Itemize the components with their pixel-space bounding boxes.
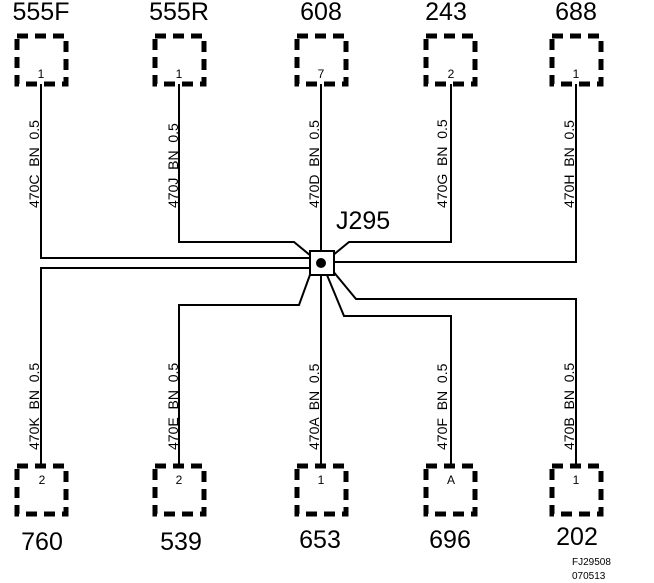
connector-555R: 555R 1 470J BN 0.5 xyxy=(149,0,209,208)
splice-box xyxy=(309,250,335,276)
wire-470G xyxy=(331,84,452,257)
wire-label: 470H BN 0.5 xyxy=(561,120,577,208)
connector-name: 202 xyxy=(556,523,598,551)
wire-470C xyxy=(40,84,311,259)
pin-number: 2 xyxy=(39,473,46,487)
connector-243: 243 2 470G BN 0.5 xyxy=(423,0,478,208)
splice-node xyxy=(316,258,326,268)
wire-470B xyxy=(331,269,577,466)
connector-name: 555R xyxy=(149,0,209,26)
pin-number: A xyxy=(447,473,455,487)
pin-number: 7 xyxy=(318,67,325,81)
pin-number: 1 xyxy=(573,67,580,81)
connector-box xyxy=(14,463,69,517)
wire-label: 470F BN 0.5 xyxy=(434,363,450,450)
pin-number: 2 xyxy=(176,473,183,487)
wire-470J xyxy=(178,84,312,257)
wire-470H xyxy=(332,84,577,263)
connector-608: 608 7 470D BN 0.5 xyxy=(294,0,349,208)
connector-202: 1 202 470B BN 0.5 xyxy=(549,363,604,551)
wire-label: 470E BN 0.5 xyxy=(165,363,181,450)
connector-box xyxy=(14,33,69,87)
wire-label: 470G BN 0.5 xyxy=(434,119,450,208)
connector-653: 1 653 470A BN 0.5 xyxy=(294,363,349,554)
connector-name: 760 xyxy=(21,528,63,556)
wire-470E xyxy=(178,271,312,466)
drawing-code: FJ29508 xyxy=(572,557,611,568)
wire-label: 470K BN 0.5 xyxy=(26,363,42,450)
wire-470F xyxy=(326,274,452,466)
pin-number: 1 xyxy=(38,67,45,81)
connector-name: 539 xyxy=(160,528,202,556)
drawing-reference: FJ29508 070513 xyxy=(572,557,611,582)
pin-number: 1 xyxy=(573,473,580,487)
connector-box xyxy=(294,463,349,517)
connector-name: 653 xyxy=(299,526,341,554)
connector-688: 688 1 470H BN 0.5 xyxy=(549,0,604,208)
connector-name: 696 xyxy=(429,526,471,554)
splice-j295: J295 xyxy=(309,207,390,276)
pin-number: 1 xyxy=(318,473,325,487)
connector-box xyxy=(152,33,207,87)
connector-760: 2 760 470K BN 0.5 xyxy=(14,363,69,556)
drawing-date: 070513 xyxy=(572,571,606,582)
connector-box xyxy=(549,463,604,517)
wire-label: 470D BN 0.5 xyxy=(306,120,322,208)
splice-label: J295 xyxy=(336,207,390,235)
connector-box xyxy=(294,33,349,87)
wire-470K xyxy=(40,267,311,466)
connector-name: 243 xyxy=(425,0,467,26)
connector-name: 688 xyxy=(555,0,597,26)
wire-label: 470C BN 0.5 xyxy=(26,120,42,208)
connector-box xyxy=(152,463,207,517)
wires xyxy=(40,84,577,466)
connector-name: 608 xyxy=(300,0,342,26)
connector-name: 555F xyxy=(13,0,70,26)
wire-label: 470J BN 0.5 xyxy=(165,123,181,208)
wire-label: 470A BN 0.5 xyxy=(306,363,322,450)
connector-696: A 696 470F BN 0.5 xyxy=(423,363,478,554)
connector-555F: 555F 1 470C BN 0.5 xyxy=(13,0,70,208)
pin-number: 1 xyxy=(176,67,183,81)
connector-box xyxy=(423,463,478,517)
connector-box xyxy=(549,33,604,87)
pin-number: 2 xyxy=(448,67,455,81)
connector-539: 2 539 470E BN 0.5 xyxy=(152,363,207,556)
connector-box xyxy=(423,33,478,87)
wire-label: 470B BN 0.5 xyxy=(561,363,577,450)
